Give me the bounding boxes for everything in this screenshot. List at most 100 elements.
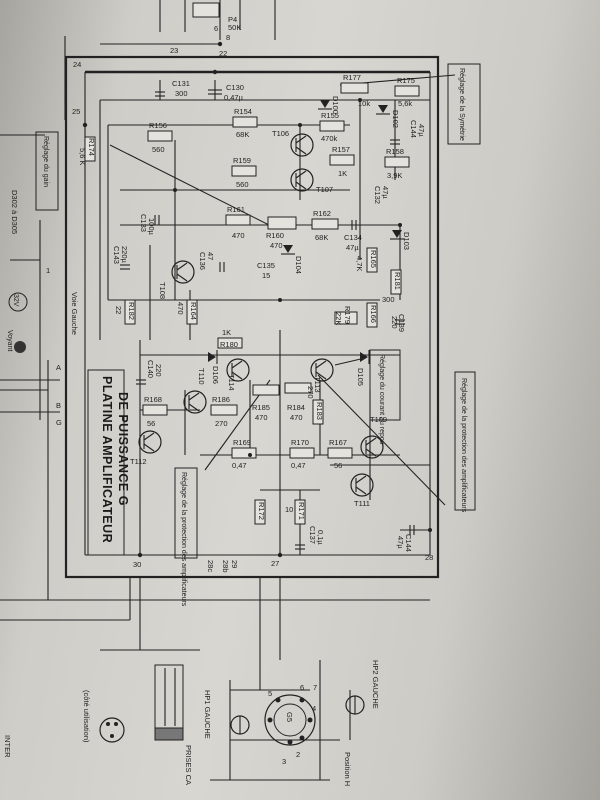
annotation-symetrie: Réglage de la Symétrie — [458, 68, 465, 141]
svg-text:C143: C143 — [112, 246, 121, 264]
svg-text:C134: C134 — [344, 233, 362, 242]
svg-text:R180: R180 — [220, 340, 238, 349]
svg-text:R161: R161 — [227, 205, 245, 214]
svg-text:68K: 68K — [315, 233, 328, 242]
transistor-t113 — [310, 358, 334, 382]
svg-text:3,9K: 3,9K — [387, 171, 402, 180]
svg-text:0,47: 0,47 — [291, 461, 306, 470]
pin-label: P4 — [228, 15, 237, 24]
svg-text:T110: T110 — [197, 368, 206, 385]
resistor-r181 — [390, 269, 402, 295]
svg-text:G5: G5 — [285, 712, 294, 722]
diode-d102 — [376, 105, 390, 115]
svg-text:R186: R186 — [212, 395, 230, 404]
svg-text:R155: R155 — [321, 111, 339, 120]
svg-text:D103: D103 — [402, 232, 411, 250]
pin-label: 7 — [313, 683, 317, 692]
speaker-jack-hp1 — [230, 715, 250, 735]
resistor-r158 — [384, 156, 410, 168]
resistor-r175 — [394, 85, 420, 97]
svg-text:R165: R165 — [369, 250, 378, 268]
resistor-r166 — [366, 302, 378, 328]
svg-text:0,1µ: 0,1µ — [316, 530, 325, 545]
mains-outlet-label: PRISES CA — [184, 745, 193, 785]
svg-text:270: 270 — [215, 419, 228, 428]
svg-text:470k: 470k — [321, 134, 338, 143]
resistor-r161 — [225, 214, 251, 226]
switch-label: INTER — [3, 735, 12, 758]
svg-text:R171: R171 — [297, 502, 306, 520]
resistor-r183 — [312, 399, 324, 425]
capacitor-c133 — [154, 215, 160, 225]
svg-text:47µ: 47µ — [417, 124, 426, 137]
pin-label: 22 — [219, 49, 227, 58]
svg-text:4,7K: 4,7K — [355, 256, 364, 271]
svg-text:T113: T113 — [313, 376, 322, 393]
resistor-r154 — [232, 116, 258, 128]
pin-label: B — [56, 401, 61, 410]
svg-text:10k: 10k — [358, 99, 370, 108]
annotation-gain: Réglage du gain — [42, 136, 49, 187]
trimmer-r185 — [252, 384, 280, 396]
svg-text:T114: T114 — [227, 374, 236, 391]
svg-text:R156: R156 — [149, 121, 167, 130]
svg-text:47µ: 47µ — [396, 536, 405, 549]
svg-text:560: 560 — [152, 145, 165, 154]
svg-text:C136: C136 — [198, 252, 207, 270]
pin-label: 23 — [170, 46, 178, 55]
annotation-protection-right-box — [454, 371, 476, 511]
pin-label: 50K — [228, 23, 241, 32]
svg-text:R158: R158 — [386, 147, 404, 156]
resistor-r155 — [319, 120, 345, 132]
speaker-jack-hp2 — [345, 695, 365, 715]
svg-text:10: 10 — [285, 505, 293, 514]
resistor-r182 — [124, 299, 136, 325]
resistor-r167 — [327, 447, 353, 459]
resistor-r177 — [340, 82, 369, 94]
hp1-label: HP1 GAUCHE — [203, 690, 212, 739]
pin-label: 25 — [72, 107, 80, 116]
svg-text:470: 470 — [270, 241, 283, 250]
diode-bridge-label: D302 à D305 — [10, 190, 19, 234]
transistor-t106 — [290, 133, 314, 157]
resistor-r164 — [186, 299, 198, 325]
resistor-r186 — [210, 404, 238, 416]
lamp-32v — [8, 292, 28, 312]
annotation-protection-center-box — [174, 467, 198, 559]
svg-text:D106: D106 — [211, 366, 220, 384]
pin-label: 4 — [312, 704, 316, 713]
pin-label: 5 — [268, 689, 272, 698]
transistor-t111 — [350, 473, 374, 497]
capacitor-c137 — [295, 544, 305, 550]
capacitor-c145 — [409, 525, 415, 535]
svg-text:R177: R177 — [343, 73, 361, 82]
svg-text:D102: D102 — [391, 110, 400, 128]
resistor-r171 — [294, 499, 306, 525]
svg-text:R182: R182 — [127, 302, 136, 320]
capacitor-c136 — [219, 262, 225, 272]
annotation-protection-right: Réglage de la protection des amplificate… — [460, 378, 467, 513]
svg-text:15: 15 — [262, 271, 270, 280]
svg-text:270: 270 — [306, 386, 315, 399]
diode-d105 — [360, 350, 370, 364]
transistor-t108 — [171, 260, 195, 284]
resistor-r162 — [311, 218, 339, 230]
resistor-r159 — [231, 165, 257, 177]
annotation-protection-center: Réglage de la protection des amplificate… — [180, 472, 187, 607]
transistor-t110 — [183, 390, 207, 414]
pin-label: 3 — [282, 757, 286, 766]
svg-text:220: 220 — [154, 364, 163, 377]
pin-label: G — [56, 418, 62, 427]
svg-text:R167: R167 — [329, 438, 347, 447]
svg-text:T108: T108 — [158, 282, 167, 299]
pin-label: 29 — [230, 560, 239, 568]
capacitor-c140 — [136, 379, 146, 385]
svg-text:47: 47 — [206, 252, 215, 260]
board-title-line1: PLATINE AMPLIFICATEUR — [100, 376, 114, 543]
svg-text:5,6k: 5,6k — [398, 99, 412, 108]
svg-text:R162: R162 — [313, 209, 331, 218]
svg-text:R185: R185 — [252, 403, 270, 412]
resistor-r157 — [329, 154, 355, 166]
